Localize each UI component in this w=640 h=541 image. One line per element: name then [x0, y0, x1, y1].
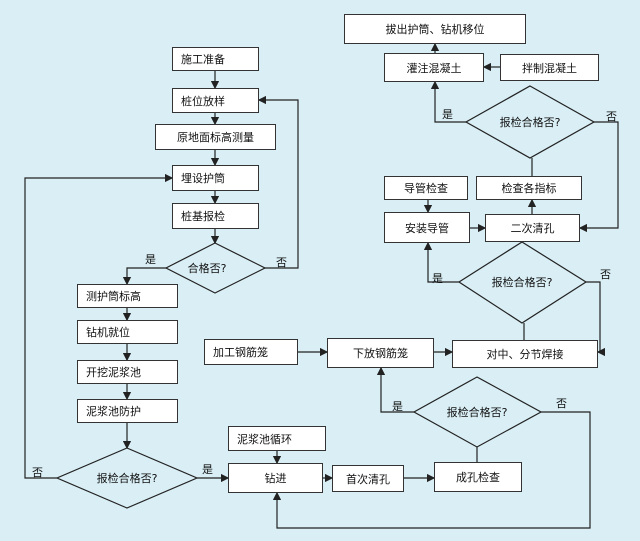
- box-label: 钻机就位: [86, 326, 130, 339]
- box-label: 泥浆池防护: [86, 405, 141, 418]
- box-pour-concrete: 灌注混凝土: [384, 53, 484, 82]
- box-ground-elevation: 原地面标高测量: [155, 124, 276, 150]
- box-mud-circulation: 泥浆池循环: [228, 426, 326, 451]
- box-label: 开挖泥浆池: [86, 366, 141, 379]
- box-label: 检查各指标: [501, 182, 557, 195]
- box-label: 桩基报检: [181, 210, 225, 223]
- box-pile-base-check: 桩基报检: [172, 203, 259, 229]
- box-label: 加工钢筋笼: [213, 346, 268, 359]
- box-dig-mud-pit: 开挖泥浆池: [77, 360, 178, 384]
- decision-text-5: 报检合格否?: [499, 116, 561, 129]
- no-label-2: 否: [32, 466, 43, 479]
- box-first-cleaning: 首次清孔: [332, 465, 404, 492]
- box-label: 灌注混凝土: [406, 61, 462, 75]
- no-label-3: 否: [556, 397, 567, 410]
- box-bury-casing: 埋设护筒: [172, 165, 259, 191]
- box-measure-casing-elev: 测护筒标高: [77, 284, 178, 308]
- decision-diamond-1: [164, 242, 267, 294]
- yes-label-1: 是: [145, 253, 156, 266]
- box-label: 对中、分节焊接: [486, 348, 564, 361]
- box-install-tremie: 安装导管: [384, 212, 470, 243]
- no-label-4: 否: [600, 268, 611, 281]
- box-construction-prep: 施工准备: [172, 47, 259, 71]
- decision-diamond-4: [457, 241, 588, 324]
- box-label: 拌制混凝土: [522, 61, 577, 75]
- yes-label-4: 是: [432, 272, 443, 285]
- box-label: 首次清孔: [346, 472, 390, 486]
- yes-label-2: 是: [202, 463, 213, 476]
- box-process-rebar-cage: 加工钢筋笼: [204, 339, 298, 365]
- box-label: 安装导管: [405, 221, 449, 235]
- box-mix-concrete: 拌制混凝土: [500, 54, 599, 81]
- box-tremie-check: 导管检查: [384, 176, 468, 200]
- box-label: 成孔检查: [456, 471, 500, 484]
- decision-diamond-2: [55, 447, 199, 509]
- box-second-cleaning: 二次清孔: [485, 214, 580, 242]
- yes-label-5: 是: [442, 108, 453, 121]
- box-label: 二次清孔: [510, 222, 555, 235]
- decision-diamond-5: [464, 85, 596, 159]
- decision-text-4: 报检合格否?: [491, 276, 553, 289]
- decision-diamond-3: [412, 376, 543, 448]
- box-pile-layout: 桩位放样: [172, 88, 259, 113]
- box-label: 拔出护筒、钻机移位: [385, 23, 485, 36]
- box-label: 泥浆池循环: [237, 432, 292, 446]
- box-lower-rebar-cage: 下放钢筋笼: [327, 338, 434, 368]
- box-hole-check: 成孔检查: [434, 462, 522, 492]
- box-label: 埋设护筒: [181, 172, 225, 185]
- decision-text-3: 报检合格否?: [446, 406, 508, 419]
- box-check-indicators: 检查各指标: [476, 176, 582, 200]
- box-label: 钻进: [264, 472, 287, 485]
- box-label: 桩位放样: [181, 94, 225, 108]
- yes-label-3: 是: [392, 400, 403, 413]
- box-mud-pit-protect: 泥浆池防护: [77, 399, 178, 423]
- box-label: 原地面标高测量: [177, 131, 254, 144]
- box-label: 施工准备: [181, 53, 225, 66]
- box-pull-out: 拔出护筒、钻机移位: [344, 14, 526, 44]
- no-label-5: 否: [606, 110, 617, 123]
- box-rig-position: 钻机就位: [77, 320, 178, 344]
- box-label: 测护筒标高: [86, 290, 141, 303]
- no-label-1: 否: [276, 256, 287, 269]
- box-label: 导管检查: [404, 182, 448, 195]
- box-label: 下放钢筋笼: [353, 347, 408, 360]
- box-drilling: 钻进: [228, 463, 323, 493]
- box-align-weld: 对中、分节焊接: [452, 340, 598, 368]
- decision-text-1: 合格否?: [187, 262, 227, 275]
- decision-text-2: 报检合格否?: [96, 472, 158, 485]
